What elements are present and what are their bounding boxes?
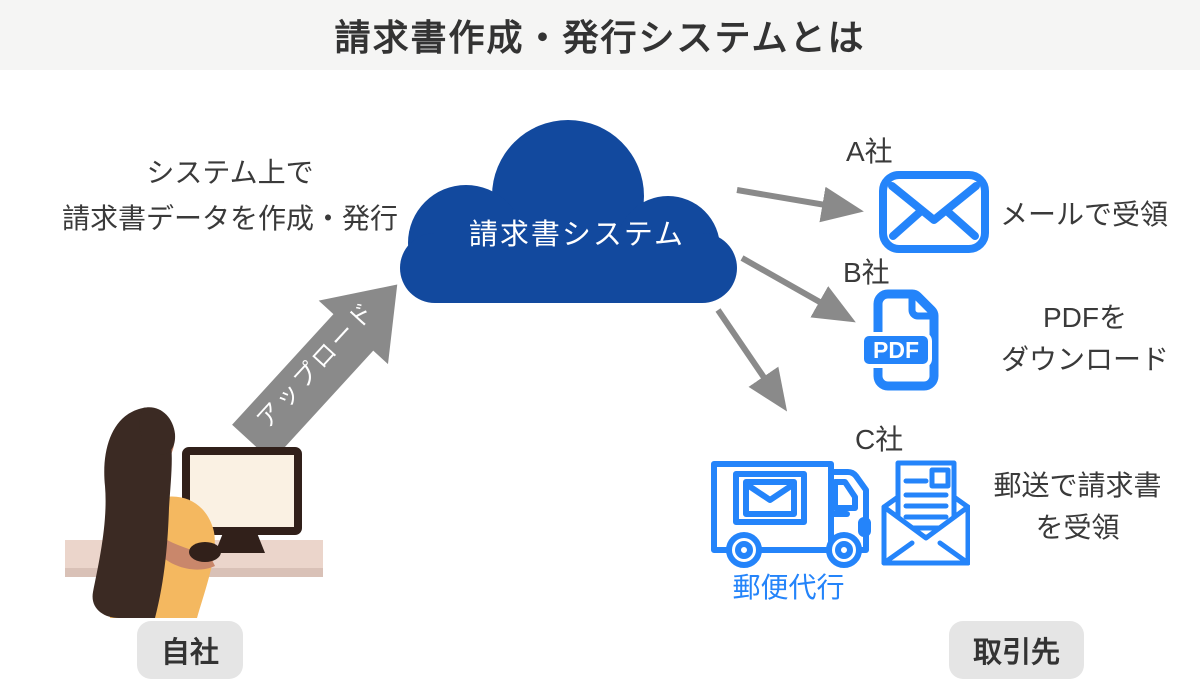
mail-truck-icon <box>711 461 871 568</box>
company-a-description: メールで受領 <box>1000 199 1169 230</box>
cloud-label: 請求書システム <box>469 218 685 251</box>
pdf-icon: PDF <box>860 289 939 391</box>
company-c-description: 郵送で請求書 を受領 <box>993 470 1162 543</box>
sender-note: システム上で 請求書データを作成・発行 <box>55 150 405 242</box>
sender-note-line1: システム上で <box>146 157 314 188</box>
monitor <box>182 447 302 553</box>
cloud-shape <box>400 120 737 303</box>
own-company-badge: 自社 <box>137 621 244 679</box>
company-c-label: C社 <box>855 424 904 455</box>
company-a-label: A社 <box>846 136 893 167</box>
page-title: 請求書作成・発行システムとは <box>334 17 866 58</box>
mail-icon <box>879 171 989 253</box>
woman <box>92 407 221 618</box>
letter-envelope-icon <box>881 460 970 566</box>
business-partner-badge: 取引先 <box>949 621 1085 679</box>
person-at-computer-illustration <box>65 407 323 618</box>
arrow-to-company-c <box>715 308 788 412</box>
sender-note-line2: 請求書データを作成・発行 <box>61 203 398 234</box>
arrow-to-company-a <box>736 186 864 223</box>
header-bar: 請求書作成・発行システムとは <box>0 0 1200 70</box>
pdf-badge-text: PDF <box>873 337 919 363</box>
company-b-label: B社 <box>843 257 890 288</box>
company-b-description: PDFを ダウンロード <box>1000 302 1169 375</box>
postal-agency-caption: 郵便代行 <box>732 572 845 603</box>
arrow-to-company-b <box>740 255 856 323</box>
